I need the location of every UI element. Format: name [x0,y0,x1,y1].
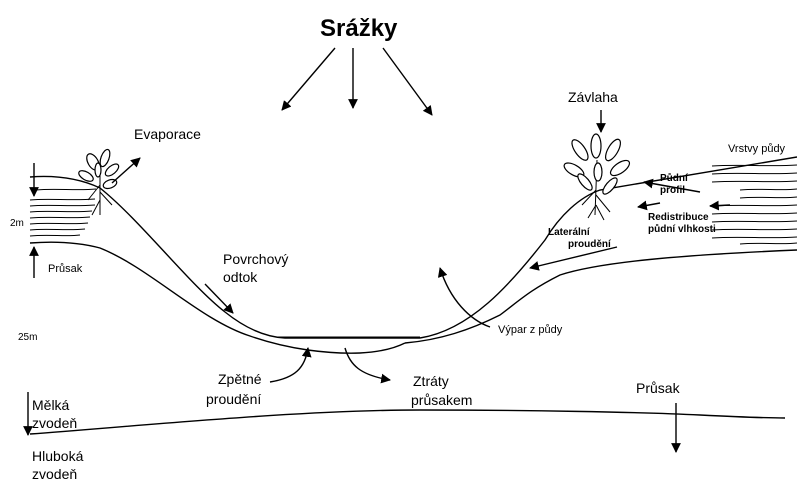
right-soil-layers [712,165,797,244]
label-ztraty-2: průsakem [411,392,472,408]
diagram-title: Srážky [320,15,398,42]
precipitation-arrows [282,48,432,115]
label-zpetne-2: proudění [206,391,261,407]
label-prusak-right: Průsak [636,380,681,396]
label-ztraty-1: Ztráty [413,373,449,389]
label-redistribuce-1: Redistribuce [648,212,709,223]
left-soil-layers [30,189,96,236]
label-evaporace: Evaporace [134,126,201,142]
label-hluboka-1: Hluboká [32,448,84,464]
label-pudni-profil-2: profil [660,185,685,196]
label-prusak-left: Průsak [48,263,83,275]
label-zpetne-1: Zpětné [218,371,262,387]
label-depth-2m: 2m [10,218,24,229]
labels: Evaporace Závlaha Vrstvy půdy Půdní prof… [10,89,786,482]
label-lateralni-1: Laterální [548,227,591,238]
label-melka-1: Mělká [32,397,70,413]
label-vrstvy-pudy: Vrstvy půdy [728,143,786,155]
label-depth-25m: 25m [18,332,37,343]
label-hluboka-2: zvodeň [32,466,77,482]
label-redistribuce-2: půdní vlhkosti [648,223,716,235]
label-vypar: Výpar z půdy [498,324,563,336]
label-povrchovy-2: odtok [223,269,258,285]
label-povrchovy-1: Povrchový [223,251,288,267]
label-pudni-profil-1: Půdní [660,172,689,184]
label-melka-2: zvodeň [32,415,77,431]
label-zavlaha: Závlaha [568,89,618,105]
label-lateralni-2: proudění [568,239,612,250]
